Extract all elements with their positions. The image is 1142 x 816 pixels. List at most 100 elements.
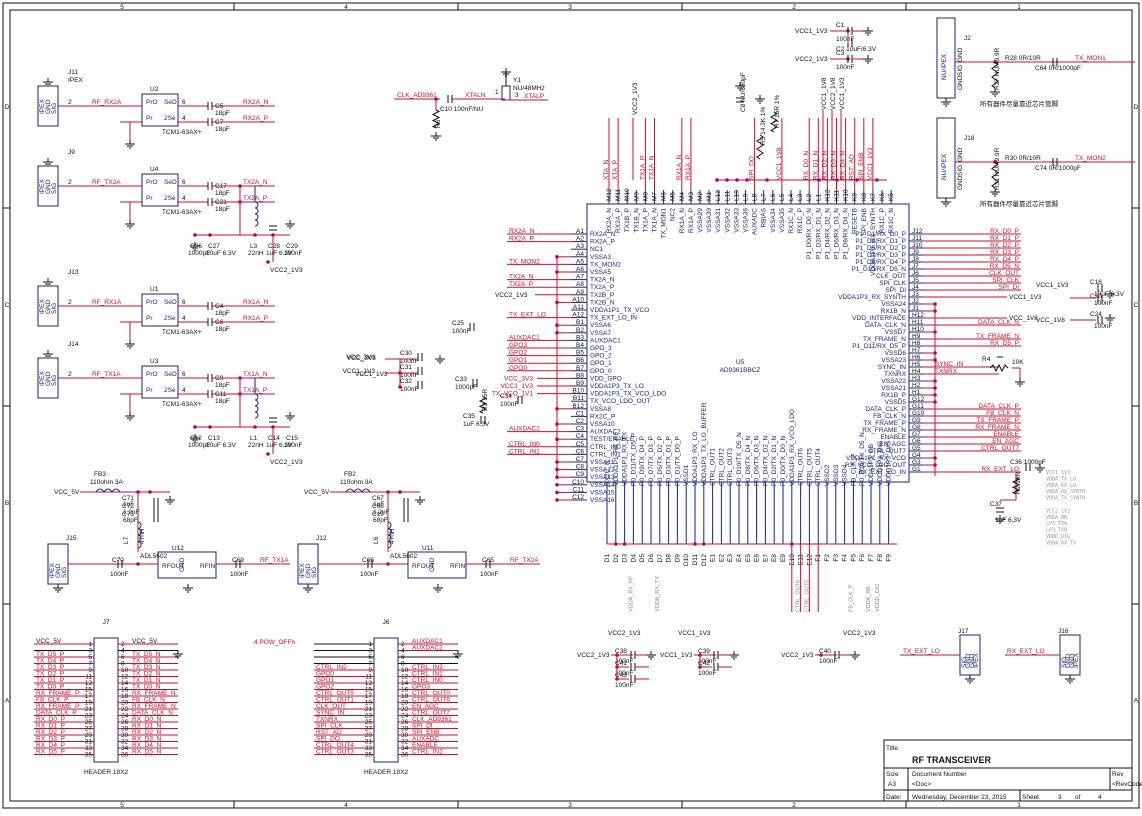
jack-gnd: GND xyxy=(45,371,52,386)
amp-ref: U12 xyxy=(172,545,184,552)
net-label: RX1A_P xyxy=(243,315,268,322)
pin-number: M4 xyxy=(679,192,686,201)
extra-val: 100nF xyxy=(284,250,302,257)
amp-ic xyxy=(407,551,467,579)
balun-pin: PrO xyxy=(146,179,158,186)
tb-size-label: Size xyxy=(886,771,899,778)
junction xyxy=(148,490,152,494)
amp-part: ADL5602 xyxy=(390,553,417,560)
balun-pin: SeD xyxy=(164,179,177,186)
header-net-right: AUXADC xyxy=(412,736,439,743)
crystal-ref: Y1 xyxy=(513,77,521,84)
pin-name: VSSA14 xyxy=(590,482,615,489)
pin-name: VSSA29 xyxy=(697,208,704,233)
net-label: RX2A_N xyxy=(243,99,269,106)
jack-sig: SIG xyxy=(51,103,58,114)
pin-name: CTRL_IN0 xyxy=(590,444,621,451)
pin-number: K9 xyxy=(852,193,859,201)
balun-pin: Pr xyxy=(146,115,153,122)
header-net-left: RX_D3_P xyxy=(36,736,65,743)
cap-ref: C35 xyxy=(463,413,475,420)
pin-number: J8 xyxy=(912,256,919,263)
pin-number: C9 xyxy=(576,471,585,478)
net-label: DATA_CLK_N xyxy=(978,319,1019,326)
pin-name: CTRL_IN1 xyxy=(590,451,621,458)
header-net-right: CTRL_IN2 xyxy=(412,749,443,756)
pin-name: VSSA23 xyxy=(881,357,906,364)
pin-name: RX1B_N xyxy=(881,308,907,315)
mon-r: R31 NU/49.9R xyxy=(994,147,1001,190)
balun-ref: U3 xyxy=(150,358,159,365)
net-label: XTA_N xyxy=(603,159,610,180)
cap-val: 1uF xyxy=(373,501,384,508)
pin-number: K8 xyxy=(861,193,868,201)
cap-val: 100nF xyxy=(819,658,837,665)
pin-name: P0_D1/TX_D0_P xyxy=(674,436,681,486)
header-pin: 13 xyxy=(365,680,373,687)
header-net-left: CTRL_OUT1 xyxy=(316,697,354,704)
pin-number: L7 xyxy=(761,193,768,201)
pin-number: E9 xyxy=(780,554,787,562)
connector-pin: GND xyxy=(957,75,964,90)
amp-supply: VCC_5V xyxy=(54,489,80,496)
ferrite-bead xyxy=(95,488,121,493)
cap-val: 18pF xyxy=(215,398,230,405)
connector-type: NU/IPEX xyxy=(941,153,948,180)
zone-label-bottom: 4 xyxy=(344,802,348,809)
pin-name: VSSA22 xyxy=(881,378,906,385)
pin-name: VSSA15 xyxy=(590,489,615,496)
header-net-left: TX_D2_P xyxy=(36,671,64,678)
side-note: VDDA_TX_SYNTH xyxy=(1046,496,1085,502)
jack-ref: J13 xyxy=(68,269,79,276)
supply: VCC2_1V3 xyxy=(270,459,303,466)
pin: 2 xyxy=(68,99,72,106)
pin-name: TX1A_P xyxy=(642,208,649,232)
zone-label-right: B xyxy=(1134,500,1138,507)
pin-name: VSSA16 xyxy=(590,497,615,504)
pin-number: D3 xyxy=(622,554,629,563)
pin-name: VSSA24 xyxy=(881,301,906,308)
header-pin: 29 xyxy=(365,732,373,739)
pin-number: K5 xyxy=(888,193,895,201)
net-label: FB_CLK_P xyxy=(848,584,854,612)
cap-val: 100nF xyxy=(836,64,854,71)
header-net-right: EN_AGC xyxy=(412,703,439,710)
resistor-symbol xyxy=(991,61,999,89)
cap-val: 100nF xyxy=(615,658,633,665)
amp-part: ADL5602 xyxy=(140,553,167,560)
balun-pin: PrO xyxy=(146,371,158,378)
pin-name: SPI_DI xyxy=(885,287,906,294)
jack-ref: J14 xyxy=(68,341,79,348)
bottom-supply: VCC2_1V3 xyxy=(608,630,641,637)
header-pin: 10 xyxy=(401,667,409,674)
jack-gnd: GND xyxy=(55,563,62,578)
header-pin: 27 xyxy=(365,726,373,733)
cap-val: 100nF xyxy=(1094,323,1112,330)
pin-name: VSSD7 xyxy=(885,329,907,336)
pin-name: TX_MON2 xyxy=(590,261,621,268)
net-label: CTRL_OUT5 xyxy=(804,580,810,612)
cin-ref: C66 xyxy=(362,557,374,564)
pin-name: P0_D2/TX_D1_N xyxy=(771,435,778,486)
pin-name: VSSA11 xyxy=(590,459,614,466)
c37-ref: C37 xyxy=(990,501,1002,508)
junction xyxy=(855,178,859,182)
jack-sig: SIG xyxy=(61,567,68,578)
header-pin: 11 xyxy=(85,674,92,681)
amp-net: RF_TX1A xyxy=(260,557,289,564)
header-pin: 26 xyxy=(121,719,129,726)
net-label: VDDA_BB xyxy=(866,586,872,612)
header-pin: 12 xyxy=(121,674,129,681)
inductor-symbol xyxy=(254,201,259,227)
pin-number: M11 xyxy=(615,188,622,201)
pin-number: G9 xyxy=(912,417,921,424)
pin-name: FB_CLK_P xyxy=(850,453,857,486)
balun-part: TCM1-63AX+ xyxy=(162,401,202,408)
balun-pin: 2Se xyxy=(164,195,176,202)
pin-name: TX_EXT_LO_IN xyxy=(590,315,637,322)
cin-val: 100nF xyxy=(110,571,128,578)
side-note: LP3_TXB xyxy=(1046,528,1067,534)
